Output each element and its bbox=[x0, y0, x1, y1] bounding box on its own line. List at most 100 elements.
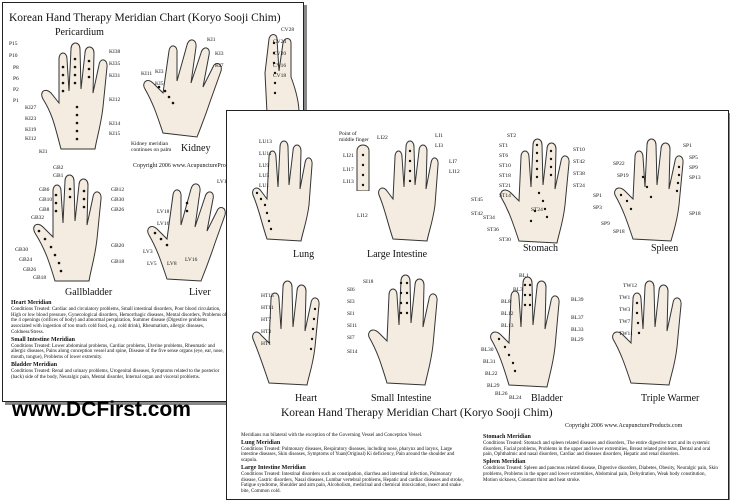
heart-meridian-heading: Heart Meridian bbox=[11, 300, 52, 306]
stomach-point: ST6 bbox=[499, 153, 509, 159]
cv-point: CV18 bbox=[273, 73, 287, 79]
gallbladder-point: GB6 bbox=[39, 187, 50, 193]
stomach-point: ST24 bbox=[573, 183, 585, 189]
kidney-point: KI3 bbox=[155, 69, 164, 75]
spleen-point: SP13 bbox=[689, 175, 701, 181]
cv-hand-illustration bbox=[264, 34, 300, 113]
pericardium-point: KI12 bbox=[25, 136, 37, 142]
small-intestine-meridian-body: Conditions Treated: Lower abdominal prob… bbox=[11, 343, 224, 361]
stomach-point: ST18 bbox=[499, 173, 511, 179]
gallbladder-point: GB20 bbox=[111, 243, 125, 249]
small-intestine-point: SI7 bbox=[347, 335, 355, 341]
front-chart-title: Korean Hand Therapy Meridian Chart (Kory… bbox=[281, 407, 553, 419]
small-intestine-point: SI14 bbox=[347, 349, 358, 355]
triple-warmer-point: TW12 bbox=[623, 283, 638, 289]
gallbladder-point: GB26 bbox=[23, 267, 37, 273]
triple-warmer-point: TW3 bbox=[619, 307, 631, 313]
bladder-meridian-heading: Bladder Meridian bbox=[11, 361, 58, 368]
gallbladder-point: GB18 bbox=[111, 259, 125, 265]
stomach-point: ST45 bbox=[471, 197, 483, 203]
middle-finger-detail bbox=[356, 144, 370, 191]
stomach-point: ST42 bbox=[471, 211, 483, 217]
lung-label: Lung bbox=[293, 249, 315, 260]
large-intestine-point: LI17 bbox=[343, 167, 354, 173]
spleen-label: Spleen bbox=[651, 243, 679, 254]
spleen-point: SP22 bbox=[613, 161, 625, 167]
liver-point: LV5 bbox=[147, 261, 157, 267]
cv-point: CV20 bbox=[273, 51, 287, 57]
heart-meridian-body: Conditions Treated: Cardiac and circulat… bbox=[11, 306, 227, 335]
pericardium-point: KI12 bbox=[109, 97, 121, 103]
stomach-point: ST30 bbox=[499, 237, 511, 243]
lung-meridian-heading: Lung Meridian bbox=[241, 439, 281, 446]
lung-point: LU9 bbox=[259, 163, 270, 169]
large-intestine-point: LI1 bbox=[435, 133, 443, 139]
small-intestine-label: Small Intestine bbox=[371, 393, 432, 404]
bladder-point: BL13 bbox=[501, 323, 514, 329]
gallbladder-point: GB12 bbox=[111, 187, 125, 193]
lung-point: LU5 bbox=[259, 173, 270, 179]
kidney-point: KI5 bbox=[155, 81, 164, 87]
spleen-point: SP19 bbox=[617, 173, 629, 179]
gallbladder-label: Gallbladder bbox=[65, 287, 113, 298]
bladder-meridian-body: Conditions Treated: Renal and urinary pr… bbox=[11, 368, 220, 380]
pericardium-point: KI31 bbox=[109, 73, 121, 79]
spleen-meridian-body: Conditions Treated: Spleen and pancreas … bbox=[483, 465, 718, 483]
stomach-point: ST38 bbox=[573, 171, 585, 177]
stomach-meridian-body: Conditions Treated: Stomach and spleen r… bbox=[483, 440, 711, 458]
heart-point: HT3 bbox=[261, 329, 272, 335]
heart-label: Heart bbox=[295, 393, 318, 404]
liver-point: LV1 bbox=[217, 179, 227, 185]
stomach-point: ST10 bbox=[573, 147, 585, 153]
bladder-point: BL31 bbox=[483, 359, 496, 365]
pericardium-point: P10 bbox=[9, 53, 18, 59]
bladder-point: BL37 bbox=[571, 315, 584, 321]
liver-point: LV18 bbox=[157, 209, 170, 215]
pericardium-label: Pericardium bbox=[55, 27, 104, 38]
pericardium-point: P15 bbox=[9, 41, 18, 47]
back-copyright: Copyright 2006 www.AcupunctureProducts.c… bbox=[133, 163, 251, 169]
kidney-label: Kidney bbox=[181, 143, 211, 154]
kidney-point: KI1 bbox=[207, 37, 216, 43]
heart-hand-illustration bbox=[252, 280, 320, 386]
spleen-point: SP5 bbox=[689, 155, 698, 161]
small-intestine-hand-illustration bbox=[368, 274, 438, 386]
stomach-point: ST42 bbox=[573, 159, 585, 165]
gallbladder-point: GB30 bbox=[15, 247, 29, 253]
heart-point: HT1 bbox=[261, 341, 272, 347]
bladder-point: BL1 bbox=[519, 273, 529, 279]
lung-hand-illustration bbox=[252, 140, 313, 242]
triple-warmer-hand-illustration bbox=[612, 280, 682, 386]
lung-point: LU13 bbox=[259, 139, 272, 145]
large-intestine-hand-illustration bbox=[378, 140, 439, 242]
spleen-point: SP1 bbox=[593, 193, 602, 199]
triple-warmer-label: Triple Warmer bbox=[641, 393, 700, 404]
spleen-point: SP3 bbox=[593, 205, 602, 211]
gallbladder-point: GB30 bbox=[111, 197, 125, 203]
spleen-meridian-heading: Spleen Meridian bbox=[483, 459, 526, 466]
pericardium-point: KI23 bbox=[25, 116, 37, 122]
stomach-point: ST2 bbox=[507, 133, 517, 139]
pericardium-hand-illustration bbox=[41, 42, 108, 150]
gallbladder-point: GB2 bbox=[53, 165, 64, 171]
small-intestine-point: SI1 bbox=[347, 311, 355, 317]
front-intro: Meridians run bilateral with the excepti… bbox=[241, 433, 423, 438]
pericardium-point: KI15 bbox=[109, 131, 121, 137]
heart-point: HT7 bbox=[261, 317, 272, 323]
heart-point: HT11 bbox=[261, 305, 274, 311]
spleen-point: SP1 bbox=[683, 143, 692, 149]
liver-point: LV8 bbox=[167, 261, 177, 267]
bladder-point: BL22 bbox=[485, 371, 498, 377]
large-intestine-point: LI13 bbox=[343, 179, 354, 185]
kidney-note: Kidney meridian continues on palm bbox=[131, 141, 172, 153]
gallbladder-point: GB26 bbox=[111, 207, 125, 213]
small-intestine-point: SI3 bbox=[347, 299, 355, 305]
large-intestine-point: LI12 bbox=[449, 169, 460, 175]
pericardium-point: P2 bbox=[13, 87, 19, 93]
pericardium-point: KI38 bbox=[109, 49, 121, 55]
liver-point: LV16 bbox=[157, 221, 170, 227]
pericardium-point: P6 bbox=[13, 76, 19, 82]
gallbladder-point: GB8 bbox=[39, 207, 50, 213]
pericardium-point: P1 bbox=[13, 98, 19, 104]
spleen-point: SP18 bbox=[613, 229, 625, 235]
